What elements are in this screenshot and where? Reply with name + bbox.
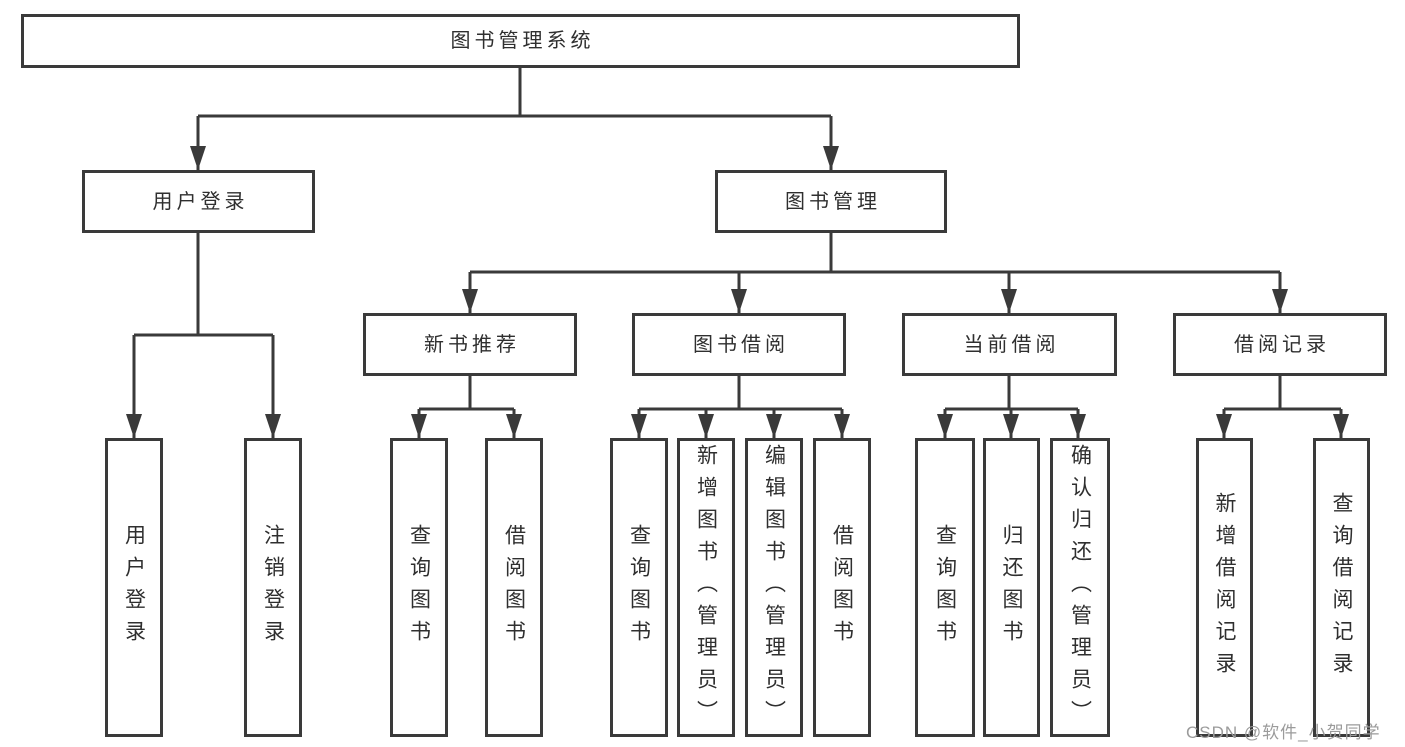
node-book-borrow: 图书借阅 bbox=[632, 313, 846, 376]
node-borrow-records: 借阅记录 bbox=[1173, 313, 1387, 376]
leaf-records-query-record-label: 查询借阅记录 bbox=[1330, 491, 1353, 684]
leaf-logout-login-label: 注销登录 bbox=[261, 523, 285, 652]
leaf-records-add-record: 新增借阅记录 bbox=[1196, 438, 1253, 737]
node-root-label: 图书管理系统 bbox=[450, 30, 595, 52]
leaf-records-query-record: 查询借阅记录 bbox=[1313, 438, 1370, 737]
leaf-current-query-book: 查询图书 bbox=[915, 438, 975, 737]
node-root: 图书管理系统 bbox=[21, 14, 1020, 68]
leaf-current-return-book: 归还图书 bbox=[983, 438, 1040, 737]
node-new-book-recommend: 新书推荐 bbox=[363, 313, 577, 376]
leaf-borrow-edit-book-admin: 编辑图书（管理员） bbox=[745, 438, 803, 737]
leaf-borrow-query-book: 查询图书 bbox=[610, 438, 668, 737]
leaf-user-login: 用户登录 bbox=[105, 438, 163, 737]
node-borrow-records-label: 借阅记录 bbox=[1234, 333, 1330, 356]
leaf-current-confirm-return-admin: 确认归还（管理员） bbox=[1050, 438, 1110, 737]
leaf-borrow-borrow-book: 借阅图书 bbox=[813, 438, 871, 737]
leaf-current-confirm-return-admin-label: 确认归还（管理员） bbox=[1068, 443, 1092, 732]
leaf-logout-login: 注销登录 bbox=[244, 438, 302, 737]
node-book-management-label: 图书管理 bbox=[785, 190, 881, 213]
node-book-borrow-label: 图书借阅 bbox=[693, 333, 789, 356]
node-user-login-label: 用户登录 bbox=[152, 190, 249, 213]
node-current-borrow-label: 当前借阅 bbox=[963, 333, 1060, 356]
leaf-records-add-record-label: 新增借阅记录 bbox=[1213, 491, 1236, 684]
leaf-recommend-borrow-book: 借阅图书 bbox=[485, 438, 543, 737]
leaf-user-login-label: 用户登录 bbox=[122, 523, 146, 652]
node-new-book-recommend-label: 新书推荐 bbox=[424, 333, 520, 356]
leaf-borrow-query-book-label: 查询图书 bbox=[627, 523, 651, 652]
node-user-login: 用户登录 bbox=[82, 170, 315, 233]
leaf-recommend-query-book-label: 查询图书 bbox=[407, 523, 431, 652]
csdn-watermark: CSDN @软件_小贺同学 bbox=[1186, 723, 1381, 742]
leaf-borrow-borrow-book-label: 借阅图书 bbox=[830, 523, 854, 652]
node-book-management: 图书管理 bbox=[715, 170, 947, 233]
leaf-current-query-book-label: 查询图书 bbox=[933, 523, 957, 652]
leaf-recommend-borrow-book-label: 借阅图书 bbox=[502, 523, 526, 652]
leaf-borrow-edit-book-admin-label: 编辑图书（管理员） bbox=[762, 443, 786, 732]
leaf-borrow-add-book-admin-label: 新增图书（管理员） bbox=[694, 443, 718, 732]
leaf-recommend-query-book: 查询图书 bbox=[390, 438, 448, 737]
leaf-borrow-add-book-admin: 新增图书（管理员） bbox=[677, 438, 735, 737]
leaf-current-return-book-label: 归还图书 bbox=[1000, 523, 1023, 652]
node-current-borrow: 当前借阅 bbox=[902, 313, 1117, 376]
